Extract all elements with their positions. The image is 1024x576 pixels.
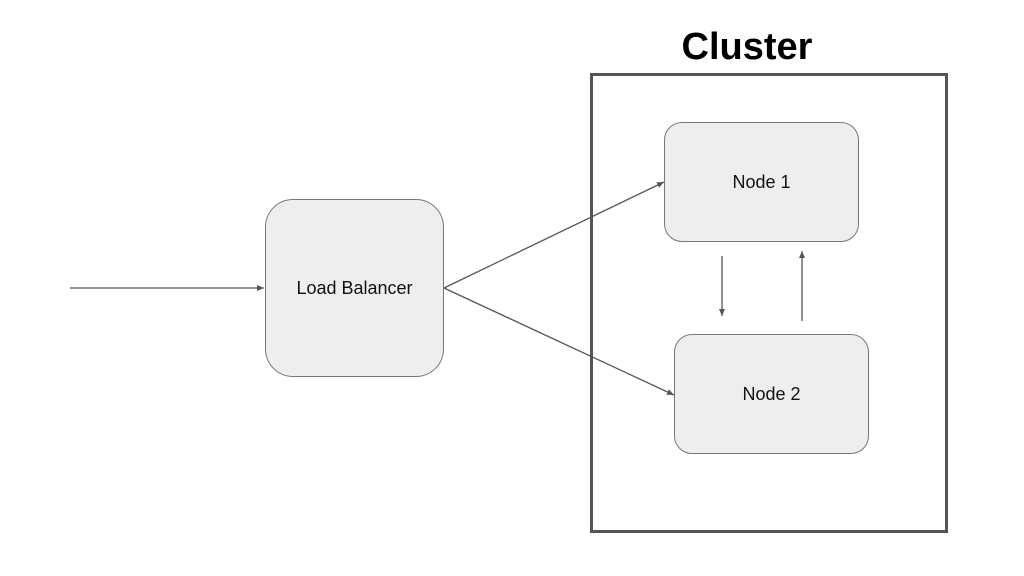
lb-to-node1-arrow [443,181,665,289]
node-1: Node 1 [664,122,859,242]
node-2-label: Node 2 [742,383,801,404]
cluster-title: Cluster [681,26,813,68]
node-2: Node 2 [674,334,869,454]
load-balancer-label: Load Balancer [296,277,413,298]
node-1-label: Node 1 [732,171,791,192]
cluster-frame [590,73,948,533]
lb-to-node2-arrow [443,287,675,396]
load-balancer-node: Load Balancer [265,199,444,377]
